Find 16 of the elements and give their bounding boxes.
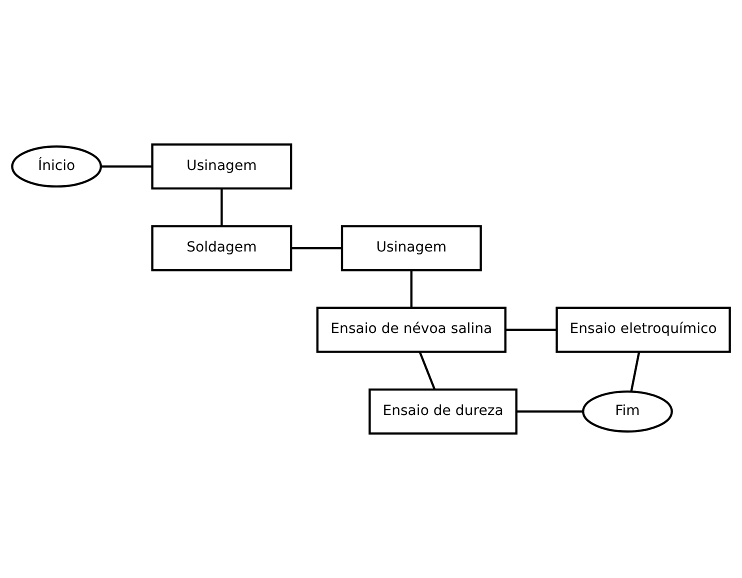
node-box: Usinagem xyxy=(340,225,482,272)
node-ellipse: Fim xyxy=(582,390,673,433)
connector xyxy=(410,270,412,308)
connector xyxy=(418,352,436,390)
node-box: Ensaio de dureza xyxy=(368,388,518,435)
connector xyxy=(630,352,640,392)
node-box: Soldagem xyxy=(151,225,292,272)
node-box: Usinagem xyxy=(151,143,292,190)
node-box: Ensaio de névoa salina xyxy=(316,306,506,353)
node-box: Ensaio eletroquímico xyxy=(556,306,731,353)
connector xyxy=(506,328,557,331)
connector xyxy=(101,165,152,168)
connector xyxy=(291,247,342,250)
node-ellipse: Ínicio xyxy=(11,145,102,188)
connector xyxy=(220,188,223,226)
connector xyxy=(516,410,583,413)
